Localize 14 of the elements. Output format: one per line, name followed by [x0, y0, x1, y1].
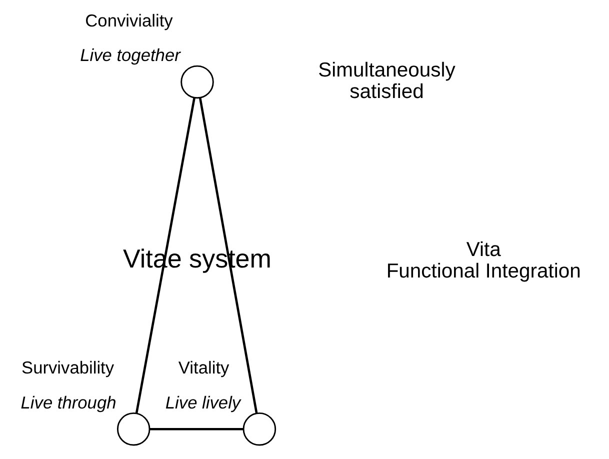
node-circle [116, 412, 150, 446]
node-label: Live lively [164, 392, 240, 412]
node-label: Live through [20, 392, 116, 412]
node-label: Survivability [21, 358, 114, 378]
node-label: Live together [80, 45, 180, 66]
node-label: Vitality [178, 358, 229, 378]
node-circle [242, 412, 276, 446]
connector [198, 98, 258, 414]
label: Simultaneously satisfied [318, 59, 455, 104]
node-label: Conviviality [84, 10, 172, 30]
connector [134, 98, 195, 414]
connector [149, 428, 243, 430]
node-circle [180, 65, 214, 99]
label: Vita Functional Integration [386, 238, 580, 283]
